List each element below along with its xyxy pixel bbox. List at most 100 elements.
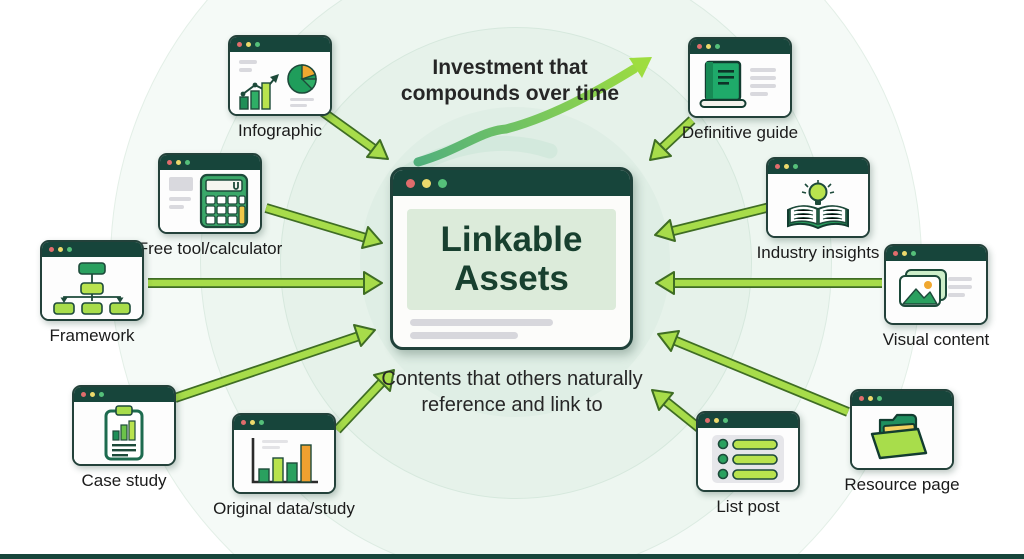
card-industry-insights: Industry insights — [757, 157, 879, 262]
window-controls — [768, 159, 868, 174]
window-controls — [74, 387, 174, 402]
dot-icon — [868, 396, 873, 401]
dot-icon — [241, 420, 246, 425]
dot-icon — [784, 164, 789, 169]
card-definitive-guide: Definitive guide — [682, 37, 798, 142]
dot-icon — [697, 44, 702, 49]
window-controls — [852, 391, 952, 406]
dot-icon — [185, 160, 190, 165]
bullet-list-icon — [712, 435, 784, 483]
dot-icon — [723, 418, 728, 423]
dot-icon — [705, 418, 710, 423]
dot-icon — [259, 420, 264, 425]
dot-icon — [81, 392, 86, 397]
card-label: Framework — [49, 326, 135, 345]
page-title: Linkable Assets — [440, 220, 583, 298]
center-panel: Linkable Assets — [407, 209, 616, 310]
window-controls — [393, 170, 630, 196]
folder-icon — [870, 413, 928, 460]
card-label: Industry insights — [756, 243, 880, 262]
dot-icon — [893, 251, 898, 256]
mini-window — [884, 244, 988, 325]
arrow-visual-content-to-center — [655, 271, 882, 295]
mini-window — [158, 153, 262, 234]
book-icon — [699, 60, 776, 108]
charts-and-pie-icon — [239, 60, 317, 110]
card-free-tool: Free tool/calculator — [138, 153, 282, 258]
mini-window — [766, 157, 870, 238]
dot-icon — [255, 42, 260, 47]
card-label: Free tool/calculator — [137, 239, 283, 258]
mini-window — [228, 35, 332, 116]
dot-icon — [49, 247, 54, 252]
card-label: Infographic — [237, 121, 323, 140]
window-controls — [690, 39, 790, 54]
photos-icon — [899, 269, 972, 307]
card-label: Resource page — [844, 475, 960, 494]
maximize-dot-icon — [438, 178, 447, 188]
card-infographic: Infographic — [228, 35, 332, 140]
window-controls — [234, 415, 334, 430]
dot-icon — [859, 396, 864, 401]
card-label: Visual content — [882, 330, 990, 349]
mini-window — [850, 389, 954, 470]
bottom-caption: Contents that others naturally reference… — [381, 368, 643, 416]
placeholder-text-line — [410, 332, 518, 339]
window-controls — [886, 246, 986, 261]
dot-icon — [793, 164, 798, 169]
placeholder-text-line — [410, 319, 553, 326]
growth-curve-arrow-icon — [394, 57, 652, 184]
arrow-framework-to-center — [148, 271, 383, 295]
card-visual-content: Visual content — [883, 244, 989, 349]
card-label: Original data/study — [213, 499, 355, 518]
dot-icon — [902, 251, 907, 256]
dot-icon — [167, 160, 172, 165]
card-resource-page: Resource page — [844, 389, 960, 494]
mini-window — [40, 240, 144, 321]
window-controls — [698, 413, 798, 428]
arrow-industry-insights-to-center — [654, 202, 772, 242]
dot-icon — [58, 247, 63, 252]
center-linkable-assets-window: Linkable Assets — [390, 167, 633, 350]
arrow-definitive-guide-to-center — [649, 116, 696, 161]
dot-icon — [714, 418, 719, 423]
window-controls — [230, 37, 330, 52]
bar-chart-icon — [251, 438, 318, 484]
mini-window — [696, 411, 800, 492]
card-label: Case study — [81, 471, 167, 490]
card-case-study: Case study — [72, 385, 176, 490]
dot-icon — [90, 392, 95, 397]
arrow-infographic-to-center — [317, 105, 389, 160]
card-original-data: Original data/study — [213, 413, 355, 518]
close-dot-icon — [406, 178, 415, 188]
dot-icon — [237, 42, 242, 47]
dot-icon — [715, 44, 720, 49]
arrow-resource-page-to-center — [657, 330, 850, 417]
arrow-free-tool-to-center — [264, 203, 383, 249]
arrow-original-data-to-center — [333, 369, 395, 434]
card-framework: Framework — [40, 240, 144, 345]
minimize-dot-icon — [422, 178, 431, 188]
clipboard-chart-icon — [104, 405, 144, 461]
dot-icon — [911, 251, 916, 256]
dot-icon — [775, 164, 780, 169]
card-label: List post — [716, 497, 780, 516]
bottom-border-bar — [0, 554, 1024, 559]
window-controls — [160, 155, 260, 170]
calculator-icon — [169, 173, 249, 229]
window-controls — [42, 242, 142, 257]
dot-icon — [67, 247, 72, 252]
mini-window — [232, 413, 336, 494]
arrow-case-study-to-center — [173, 324, 376, 403]
mini-window — [72, 385, 176, 466]
dot-icon — [99, 392, 104, 397]
dot-icon — [246, 42, 251, 47]
dot-icon — [706, 44, 711, 49]
dot-icon — [877, 396, 882, 401]
card-label: Definitive guide — [681, 123, 799, 142]
dot-icon — [176, 160, 181, 165]
top-caption: Investment that compounds over time — [400, 56, 620, 106]
mini-window — [688, 37, 792, 118]
